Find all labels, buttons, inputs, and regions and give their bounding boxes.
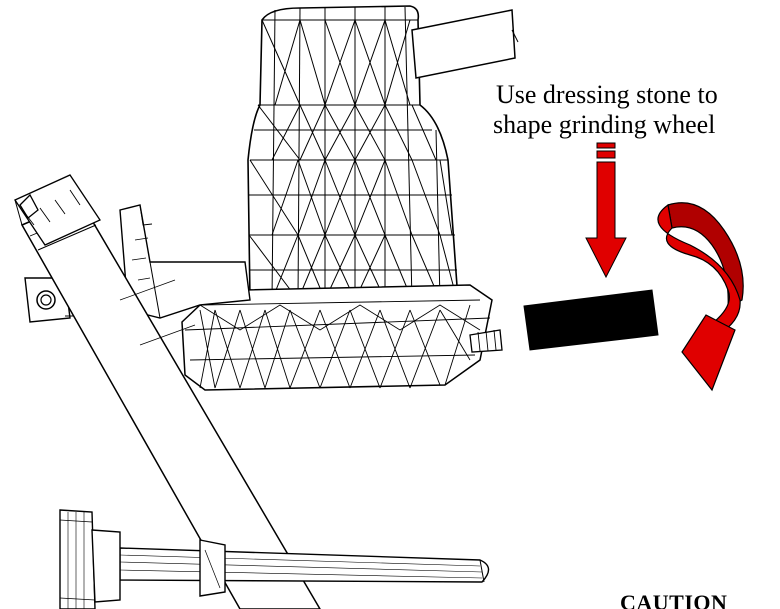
clamp-head <box>14 174 101 246</box>
label-plate <box>411 9 519 79</box>
mount-bracket <box>24 204 251 323</box>
annotation-line-1: Use dressing stone to <box>496 80 718 109</box>
curved-rotation-arrow-icon <box>657 202 744 392</box>
motor-housing <box>247 5 459 301</box>
adjustment-shaft <box>59 509 490 609</box>
wheel-guard-mesh <box>184 299 503 389</box>
down-arrow-icon <box>585 142 627 279</box>
dressing-stone <box>523 289 659 351</box>
annotation-line-2: shape grinding wheel <box>493 110 716 139</box>
caution-heading: CAUTION <box>620 590 728 609</box>
instruction-annotation: Use dressing stone to shape grinding whe… <box>493 80 718 140</box>
